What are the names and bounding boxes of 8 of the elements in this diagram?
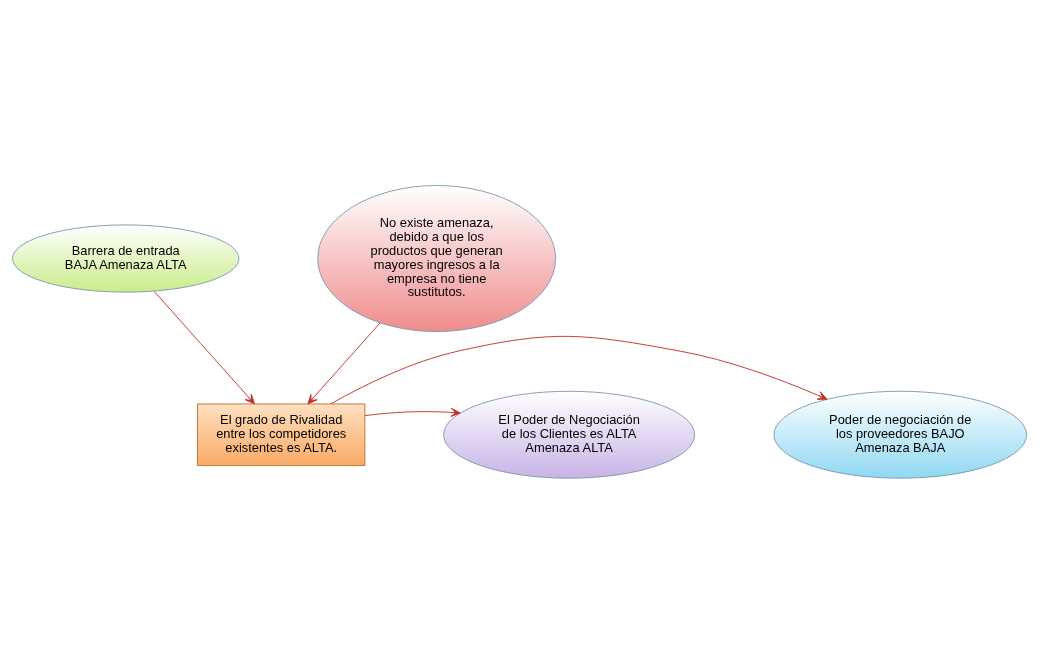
arrow [330,335,828,404]
node-box: El grado de Rivalidad entre los competidores existentes es ALTA. [197,402,366,466]
arrow [153,290,255,404]
arrow [364,407,461,417]
node-ellipse: Barrera de entrada BAJA Amenaza ALTA [12,223,240,293]
node-ellipse: No existe amenaza, debido a que los productos que generan mayores ingresos a la empresa no tiene sustitutos. [317,184,557,332]
arrow [307,321,381,404]
node-ellipse: El Poder de Negociación de los Clientes es ALTA Amenaza ALTA [443,390,696,479]
